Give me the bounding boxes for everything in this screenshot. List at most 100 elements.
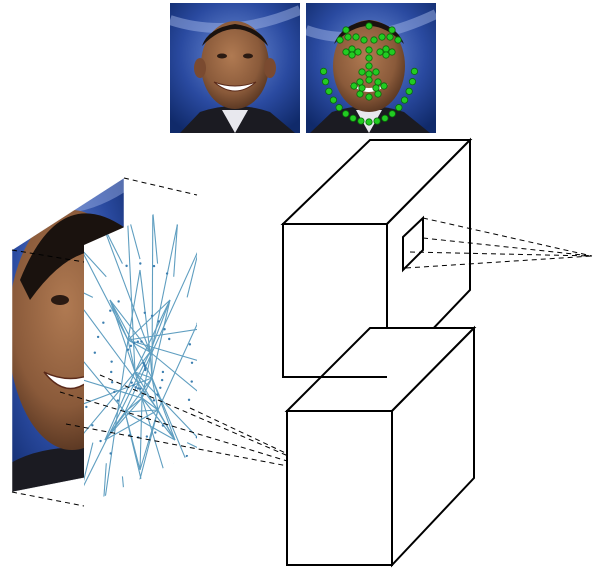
mesh-vertex (127, 349, 129, 351)
landmark-dot (373, 69, 379, 75)
mesh-edge (140, 481, 153, 529)
mesh-edge (174, 463, 199, 491)
landmark-dot (320, 68, 326, 74)
mesh-vertex (137, 341, 139, 343)
landmark-dot (349, 46, 355, 52)
landmark-dot (389, 111, 395, 117)
mesh-vertex (153, 399, 155, 401)
mesh-vertex (162, 371, 164, 373)
mesh-vertex (166, 272, 168, 274)
mesh-vertex (102, 322, 104, 324)
mesh-vertex (154, 431, 156, 433)
landmark-dot (326, 88, 332, 94)
mesh-vertex (144, 312, 146, 314)
landmark-dot (353, 34, 359, 40)
mesh-vertex (139, 262, 141, 264)
mesh-vertex (110, 360, 112, 362)
landmark-dot (359, 69, 365, 75)
landmark-dot (349, 52, 355, 58)
landmark-dot (383, 52, 389, 58)
face-photo (170, 3, 300, 133)
mesh-vertex (130, 345, 132, 347)
landmark-dot (401, 97, 407, 103)
landmark-dot (374, 118, 380, 124)
mesh-vertex (196, 436, 198, 438)
mesh-vertex (161, 379, 163, 381)
landmark-dot (395, 37, 401, 43)
mesh-vertex (132, 384, 134, 386)
landmark-dot (366, 47, 372, 53)
mesh-vertex (110, 371, 112, 373)
mesh-vertex (173, 470, 175, 472)
mesh-vertex (117, 399, 119, 401)
mesh-vertex (191, 362, 193, 364)
landmark-dot (357, 79, 363, 85)
landmark-dot (377, 49, 383, 55)
mesh-vertex (117, 300, 119, 302)
mesh-vertex (94, 351, 96, 353)
landmark-dot (389, 27, 395, 33)
landmark-dot (337, 37, 343, 43)
landmark-dot (343, 27, 349, 33)
mesh-vertex (85, 406, 87, 408)
landmark-dot (396, 104, 402, 110)
mesh-vertex (156, 393, 158, 395)
landmark-dot (366, 23, 372, 29)
landmark-dot (379, 34, 385, 40)
mesh-vertex (159, 387, 161, 389)
landmark-dot (343, 111, 349, 117)
landmark-dot (382, 115, 388, 121)
mesh-vertex (97, 336, 99, 338)
mesh-edge (202, 370, 230, 386)
landmark-dot (330, 97, 336, 103)
mesh-vertex (139, 388, 141, 390)
mesh-vertex (146, 435, 148, 437)
landmark-dot (381, 83, 387, 89)
mesh-edge (202, 325, 227, 354)
mesh-vertex (151, 315, 153, 317)
landmark-dot (366, 77, 372, 83)
landmark-dot (359, 85, 365, 91)
landmark-dot (366, 119, 372, 125)
mesh-vertex (158, 320, 160, 322)
landmark-dot (357, 91, 363, 97)
mesh-vertex (162, 424, 164, 426)
landmark-dot (355, 49, 361, 55)
landmark-dot (387, 34, 393, 40)
mesh-vertex (91, 424, 93, 426)
mesh-vertex (137, 387, 139, 389)
landmark-dot (371, 37, 377, 43)
mesh-vertex (113, 391, 115, 393)
mesh-vertex (133, 342, 135, 344)
mesh-vertex (186, 455, 188, 457)
landmark-dot (411, 68, 417, 74)
landmark-dot (383, 46, 389, 52)
landmark-dot (409, 78, 415, 84)
landmark-dot (406, 88, 412, 94)
mesh-edge (197, 415, 227, 416)
mesh-vertex (125, 265, 127, 267)
landmark-dot (322, 78, 328, 84)
mesh-vertex (189, 343, 191, 345)
landmark-dot (361, 37, 367, 43)
mesh-vertex (140, 340, 142, 342)
mesh-vertex (163, 328, 165, 330)
mesh-vertex (188, 399, 190, 401)
landmark-dot (366, 63, 372, 69)
mesh-vertex (153, 265, 155, 267)
mesh-vertex (109, 452, 111, 454)
landmark-dot (375, 79, 381, 85)
landmark-dot (336, 104, 342, 110)
mesh-vertex (109, 309, 111, 311)
landmark-dot (375, 91, 381, 97)
landmark-dot (366, 94, 372, 100)
mesh-edge (158, 476, 178, 515)
mesh-vertex (168, 338, 170, 340)
landmark-dot (366, 71, 372, 77)
mesh-vertex (191, 380, 193, 382)
mesh-vertex (160, 480, 162, 482)
landmark-dot (373, 85, 379, 91)
mesh-vertex (111, 381, 113, 383)
landmark-dot (350, 115, 356, 121)
